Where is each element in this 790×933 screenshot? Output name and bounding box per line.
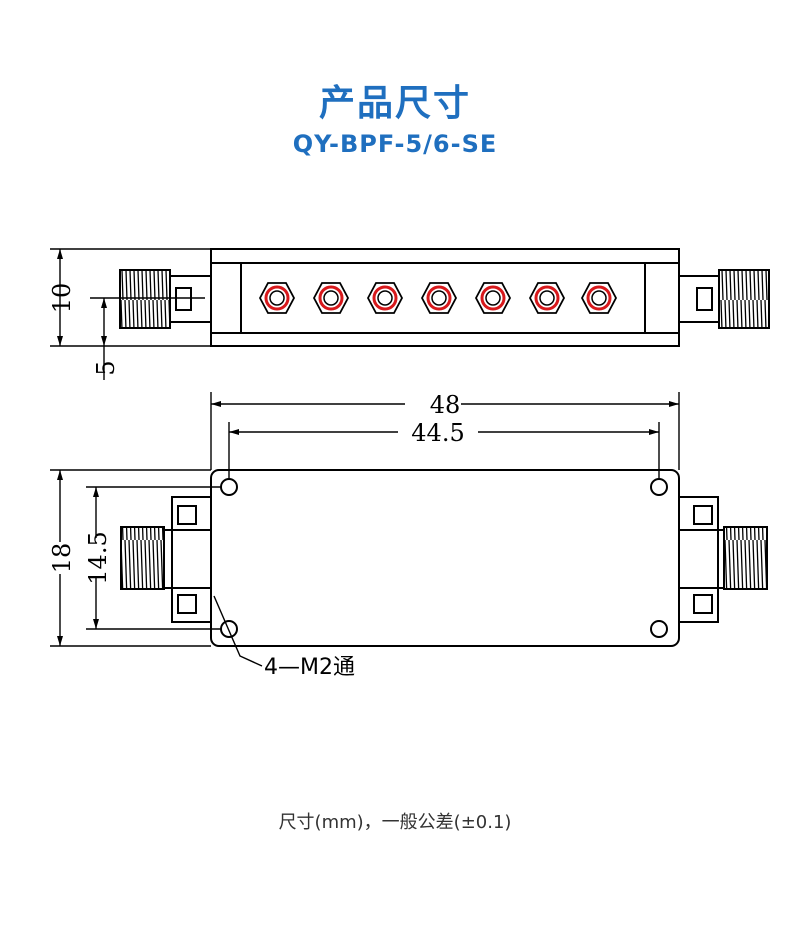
top-body [210,469,680,647]
mount-hole [650,478,668,496]
width-label: 18 [48,543,76,574]
side-view-dimensions [50,248,211,380]
hole-spacing-vertical-label: 14.5 [84,531,112,584]
tuning-screw [580,282,618,314]
tuning-screw [474,282,512,314]
top-view [120,469,768,647]
mount-hole-leader [213,595,263,667]
left-connector-top [120,496,212,623]
left-connector-side [119,269,212,329]
connector-offset-label: 5 [92,360,120,375]
mount-hole [650,620,668,638]
model-number: QY-BPF-5/6-SE [292,130,498,158]
hole-spacing-label: 44.5 [411,419,464,447]
tuning-screw [420,282,458,314]
right-connector-top [678,496,768,623]
dimension-footnote: 尺寸(mm)，一般公差(±0.1) [278,812,512,833]
right-connector-side [678,269,770,329]
side-view [119,248,770,347]
page-title: 产品尺寸 [318,83,471,124]
mount-hole-label: 4—M2通 [264,655,355,680]
height-label: 10 [48,283,76,314]
mount-hole [220,478,238,496]
length-label: 48 [430,391,461,419]
tuning-screw [528,282,566,314]
tuning-screw [258,282,296,314]
tuning-screw [366,282,404,314]
tuning-screws [258,282,618,314]
tuning-screw [312,282,350,314]
